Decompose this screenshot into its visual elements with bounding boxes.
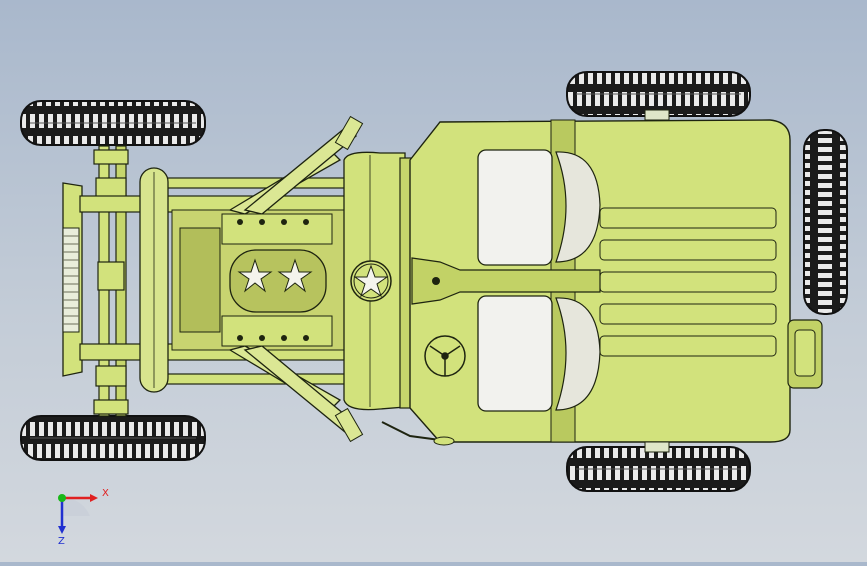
triad-plane-shading [62, 498, 90, 516]
star-in-circle-icon [350, 260, 392, 302]
seat-right[interactable] [477, 295, 601, 412]
seat-left[interactable] [477, 149, 601, 266]
transmission-tunnel[interactable] [411, 257, 601, 305]
rear-right-tire[interactable] [566, 446, 751, 492]
hood[interactable] [343, 151, 406, 411]
fuel-can[interactable] [787, 319, 823, 389]
side-mirror[interactable] [381, 421, 455, 446]
front-right-tire[interactable] [20, 415, 206, 461]
x-axis-label: X [102, 488, 109, 499]
steering-wheel[interactable] [424, 335, 466, 377]
z-axis-arrowhead [58, 526, 66, 534]
exhaust-stack-bottom[interactable] [334, 407, 364, 443]
rear-hitch[interactable] [644, 109, 670, 453]
air-cleaner[interactable] [229, 249, 327, 313]
x-axis-arrowhead [90, 494, 98, 502]
radiator[interactable] [139, 167, 169, 393]
exhaust-stack-top[interactable] [334, 115, 364, 151]
y-axis-dot [58, 494, 66, 502]
front-left-tire[interactable] [20, 100, 206, 146]
star-icon [277, 258, 313, 293]
spare-tire[interactable] [803, 129, 848, 315]
rear-left-tire[interactable] [566, 71, 751, 117]
z-axis-label: Z [58, 536, 65, 547]
star-icon [237, 258, 273, 293]
coordinate-triad[interactable]: X Z [40, 482, 120, 552]
engine-bay[interactable] [171, 115, 364, 443]
front-axle[interactable] [93, 145, 129, 417]
front-bumper[interactable] [62, 182, 83, 377]
